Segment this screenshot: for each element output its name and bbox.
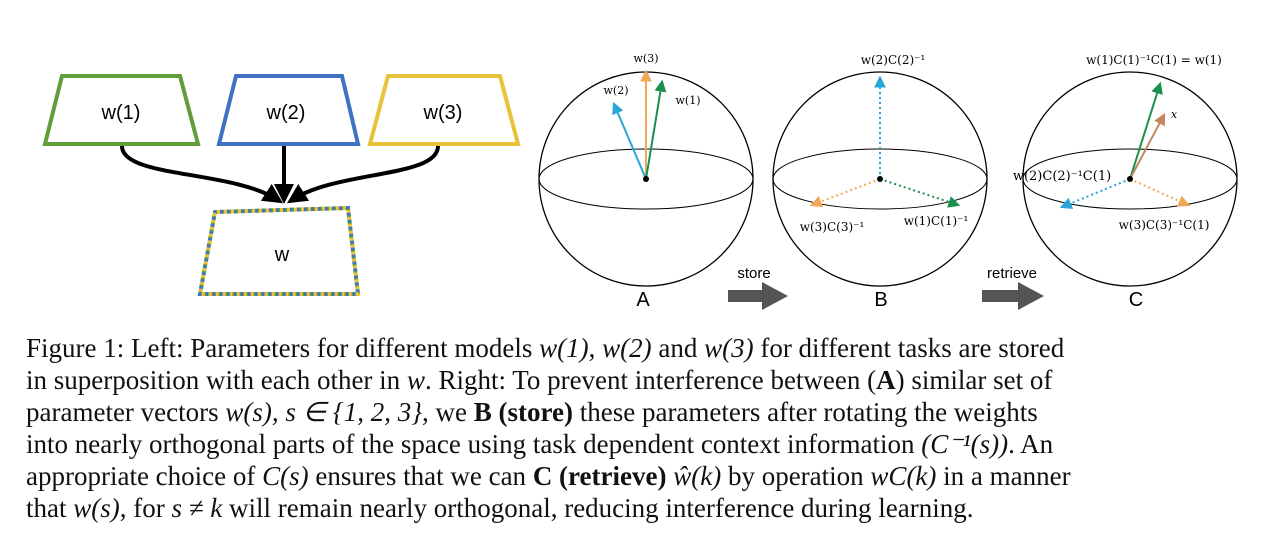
sphere-c: w(1)C(1)⁻¹C(1) = w(1) x w(2)C(2)⁻¹C(1) w…: [1013, 53, 1238, 311]
vector-a-w1: [645, 79, 667, 180]
figure-illustration: w(1) w(2) w(3) w w(3) w(2): [42, 52, 1238, 311]
caption-line-2: in superposition with each other in w. R…: [26, 365, 1053, 395]
merged-parameter-box: w: [197, 205, 361, 296]
vector-c-w3: [1129, 178, 1191, 207]
label-c-w1: w(1)C(1)⁻¹C(1) = w(1): [1086, 53, 1222, 67]
caption-line-6: that w(s), for s ≠ k will remain nearly …: [26, 493, 974, 523]
vector-c-w2: [1059, 178, 1131, 209]
sphere-b: w(2)C(2)⁻¹ w(3)C(3)⁻¹ w(1)C(1)⁻¹ B: [772, 53, 988, 311]
task-box-w1: w(1): [42, 74, 201, 146]
task-box-w3-label: w(3): [423, 102, 463, 124]
sphere-b-letter: B: [874, 289, 887, 311]
caption-line-1: Figure 1: Left: Parameters for different…: [26, 333, 1065, 363]
label-a-w3: w(3): [634, 52, 659, 65]
sphere-c-letter: C: [1129, 289, 1143, 311]
label-b-w3: w(3)C(3)⁻¹: [800, 220, 865, 234]
sphere-a-letter: A: [636, 289, 650, 311]
vector-c-w1: [1129, 81, 1163, 180]
task-box-w3: w(3): [367, 74, 521, 146]
vector-c-x: [1129, 112, 1166, 180]
store-label: store: [737, 265, 770, 282]
label-c-w3: w(3)C(3)⁻¹C(1): [1119, 218, 1210, 232]
label-a-w2: w(2): [604, 84, 629, 97]
store-step: store: [728, 265, 788, 310]
vector-b-w3: [809, 178, 881, 208]
label-b-w1: w(1)C(1)⁻¹: [904, 214, 969, 228]
left-panel: w(1) w(2) w(3) w: [42, 74, 521, 296]
merge-arrows: [120, 145, 440, 204]
store-arrow: [728, 282, 788, 310]
retrieve-label: retrieve: [987, 265, 1037, 282]
task-box-w2-label: w(2): [266, 102, 306, 124]
label-c-x: x: [1171, 108, 1178, 121]
task-box-w1-label: w(1): [101, 102, 141, 124]
retrieve-step: retrieve: [982, 265, 1044, 310]
retrieve-arrow: [982, 282, 1044, 310]
task-box-w2: w(2): [216, 74, 361, 146]
vector-b-w1: [879, 178, 961, 208]
figure-caption: Figure 1: Left: Parameters for different…: [26, 332, 1258, 524]
label-b-w2: w(2)C(2)⁻¹: [861, 53, 926, 67]
label-c-w2: w(2)C(2)⁻¹C(1): [1013, 169, 1111, 184]
merged-parameter-label: w: [274, 244, 290, 266]
sphere-a: w(3) w(2) w(1) A: [538, 52, 754, 311]
caption-line-4: into nearly orthogonal parts of the spac…: [26, 429, 1054, 459]
vector-a-w2: [612, 101, 647, 180]
label-a-w1: w(1): [676, 94, 701, 107]
caption-line-3: parameter vectors w(s), s ∈ {1, 2, 3}, w…: [26, 397, 1038, 427]
caption-line-5: appropriate choice of C(s) ensures that …: [26, 461, 1071, 491]
